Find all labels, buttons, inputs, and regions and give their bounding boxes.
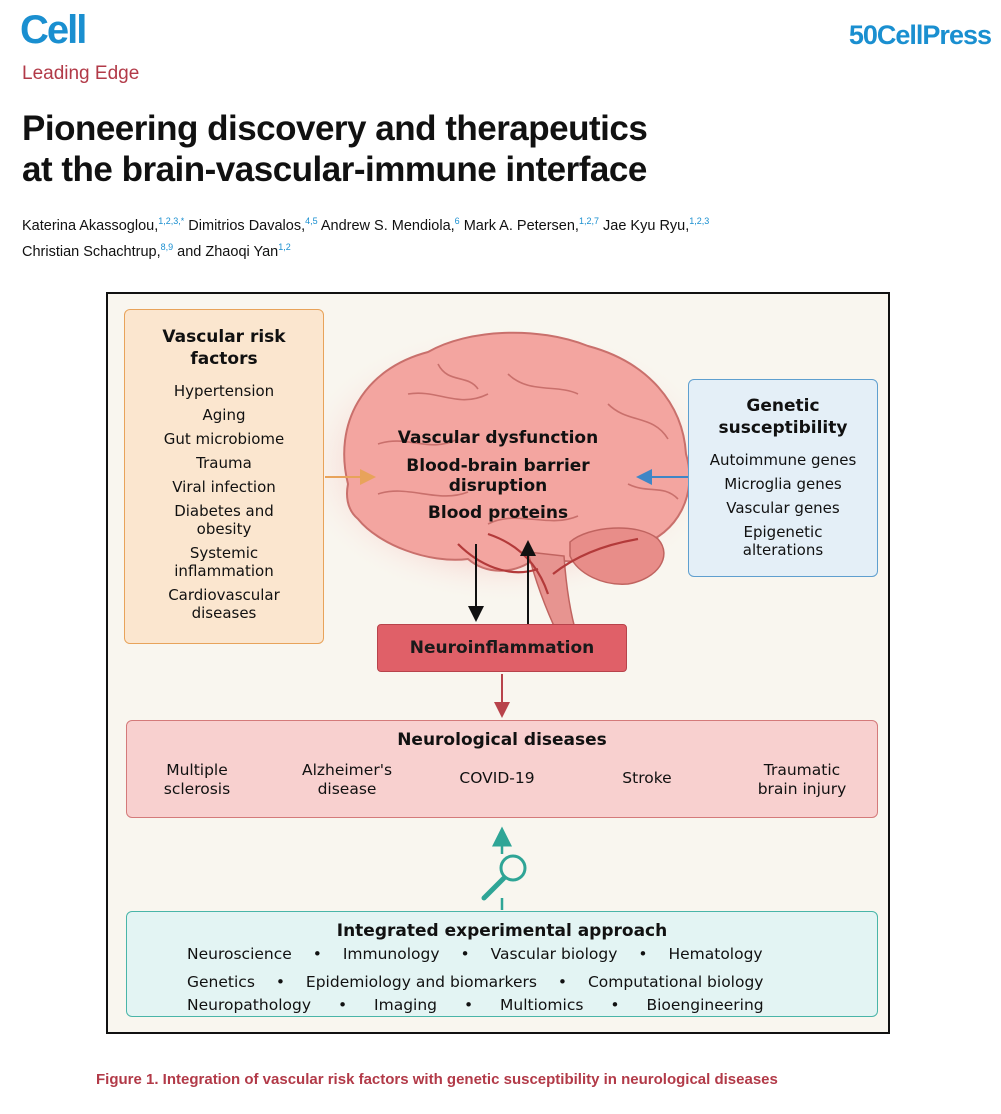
author-affiliation: 6: [454, 216, 460, 226]
risk-item: diseases: [191, 604, 257, 622]
bullet-separator: •: [275, 973, 285, 991]
approach-item: Neuroscience: [187, 945, 292, 963]
author-name[interactable]: Andrew S. Mendiola,: [317, 217, 455, 234]
approach-row: Genetics • Epidemiology and biomarkers •…: [187, 973, 763, 991]
author-name[interactable]: Dimitrios Davalos,: [184, 217, 306, 234]
risk-item: Aging: [202, 406, 246, 424]
approach-item: Neuropathology: [187, 996, 311, 1014]
neuroinflammation-label: Neuroinflammation: [409, 638, 595, 658]
risk-item: Systemic: [189, 544, 259, 562]
author-affiliation: 8,9: [160, 241, 174, 252]
publisher-prefix: 50: [848, 20, 878, 50]
brain-label-3: disruption: [448, 476, 548, 496]
author-name[interactable]: Katerina Akassoglou,: [22, 217, 159, 234]
brain-label-1: Vascular dysfunction: [397, 428, 599, 448]
brain-illustration: [293, 324, 723, 640]
title-line-2: at the brain-vascular-immune interface: [22, 150, 647, 189]
approach-item: Bioengineering: [646, 996, 764, 1014]
risk-item: inflammation: [174, 562, 274, 580]
genetic-item: alterations: [742, 541, 824, 559]
author-affiliation: 1,2,7: [578, 216, 599, 226]
author-affiliation: 1,2: [278, 241, 291, 252]
bullet-separator: •: [312, 945, 322, 963]
approach-title: Integrated experimental approach: [336, 921, 668, 941]
bullet-separator: •: [638, 945, 648, 963]
bullet-separator: •: [337, 996, 348, 1014]
approach-row: Neuropathology • Imaging • Multiomics • …: [187, 996, 764, 1014]
risk-item: Cardiovascular: [168, 586, 280, 604]
disease-item: COVID-19: [459, 769, 535, 787]
author-name[interactable]: and Zhaoqi Yan: [173, 243, 279, 260]
author-affiliation: 4,5: [305, 216, 318, 226]
approach-item: Genetics: [187, 973, 255, 991]
author-affiliation: 1,2,3: [689, 216, 710, 226]
author-name[interactable]: Christian Schachtrup,: [22, 243, 161, 260]
brain-label-2: Blood-brain barrier: [406, 456, 590, 476]
brain-label-4: Blood proteins: [427, 503, 569, 523]
publisher-logo: 50CellPress: [848, 20, 992, 51]
bullet-separator: •: [460, 945, 470, 963]
journal-logo: Cell: [20, 8, 87, 52]
article-title: Pioneering discovery and therapeutics at…: [22, 108, 802, 190]
approach-item: Imaging: [374, 996, 438, 1014]
genetic-item: Vascular genes: [726, 499, 840, 517]
title-line-1: Pioneering discovery and therapeutics: [22, 109, 648, 148]
bullet-separator: •: [463, 996, 474, 1014]
neuroinflammation-box: Neuroinflammation: [377, 624, 627, 672]
author-affiliation: 1,2,3,*: [158, 216, 185, 226]
genetic-item: Microglia genes: [724, 475, 842, 493]
experimental-approach-box: Integrated experimental approach Neurosc…: [126, 911, 878, 1017]
genetic-item: Epigenetic: [743, 523, 823, 541]
approach-item: Computational biology: [587, 973, 764, 991]
author-list: Katerina Akassoglou,1,2,3,* Dimitrios Da…: [22, 211, 982, 263]
figure-graphics: [293, 324, 723, 910]
author-name[interactable]: Mark A. Petersen,: [459, 217, 579, 234]
author-name[interactable]: Jae Kyu Ryu,: [599, 217, 690, 234]
approach-item: Multiomics: [500, 996, 584, 1014]
risk-item: Hypertension: [173, 382, 275, 400]
approach-item: Epidemiology and biomarkers: [305, 973, 537, 991]
approach-row: Neuroscience • Immunology • Vascular bio…: [187, 945, 763, 963]
genetic-item: Autoimmune genes: [709, 451, 857, 469]
publisher-name: CellPress: [876, 20, 992, 50]
figure-caption: Figure 1. Integration of vascular risk f…: [96, 1071, 778, 1088]
diseases-title: Neurological diseases: [397, 730, 607, 750]
risk-item: Gut microbiome: [163, 430, 285, 448]
risk-item: Diabetes and: [174, 502, 274, 520]
approach-item: Immunology: [342, 945, 440, 963]
risk-item: Viral infection: [172, 478, 276, 496]
bullet-separator: •: [610, 996, 620, 1014]
section-label: Leading Edge: [22, 63, 140, 84]
risk-item: obesity: [196, 520, 252, 538]
bullet-separator: •: [557, 973, 568, 991]
approach-item: Vascular biology: [490, 945, 618, 963]
magnifier-icon: [481, 826, 527, 910]
risk-item: Trauma: [196, 454, 252, 472]
approach-item: Hematology: [668, 945, 763, 963]
disease-item: Stroke: [622, 769, 672, 787]
